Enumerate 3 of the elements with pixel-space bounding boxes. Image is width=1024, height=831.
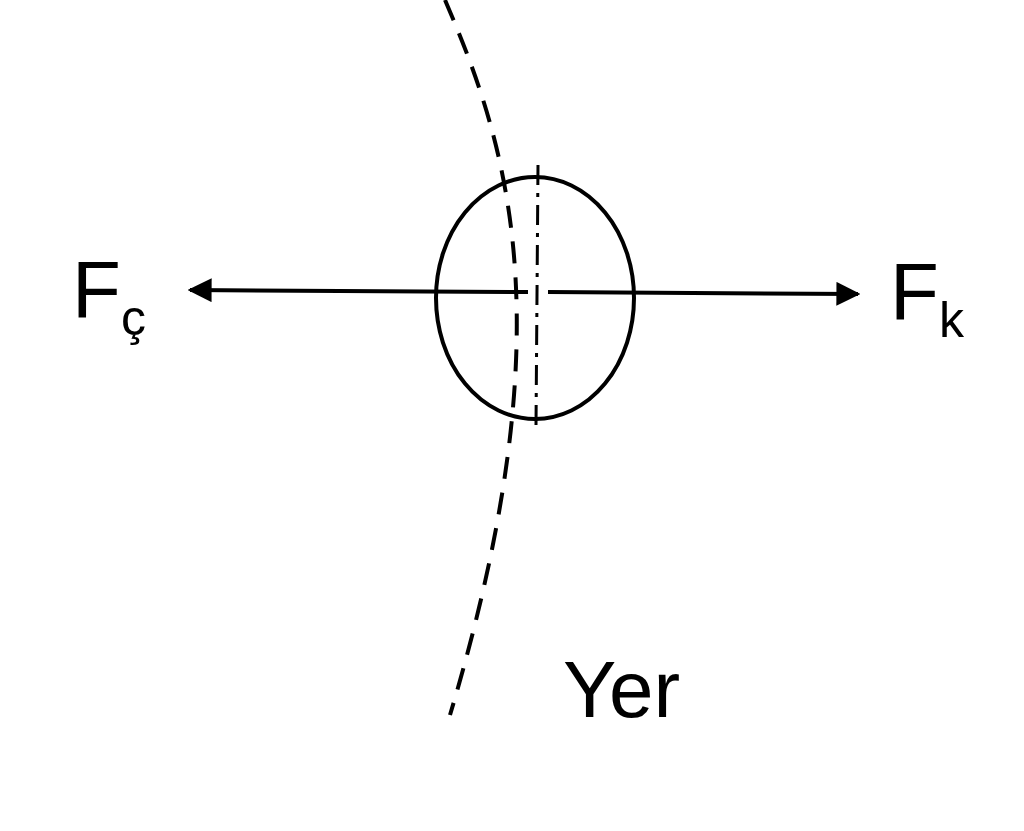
force-label: F$_{ç}$ [72,250,146,343]
force-label: F$_{k}$ [890,252,964,345]
earth-label: Yer [563,650,681,730]
